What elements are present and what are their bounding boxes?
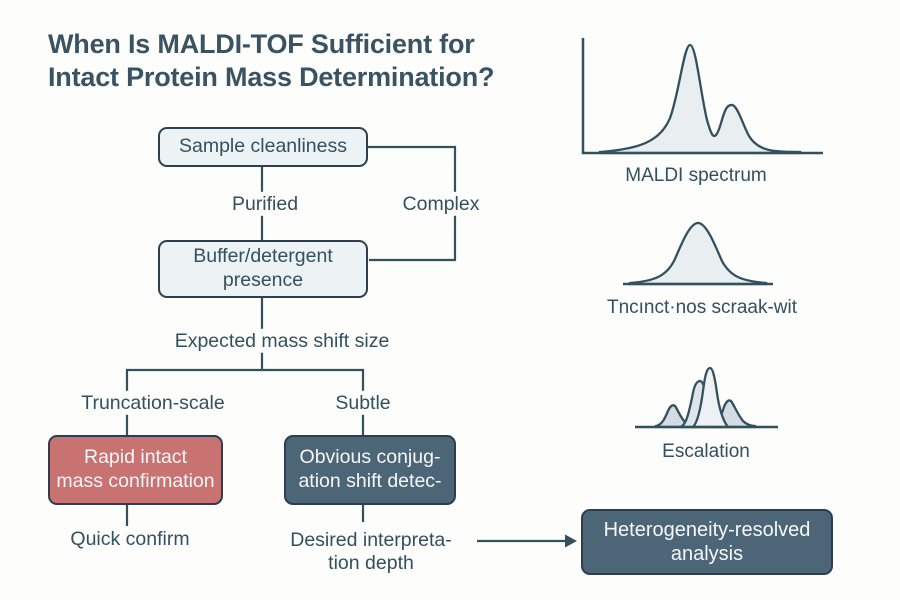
node-buffer-detergent-line1: Buffer/detergent [193, 245, 333, 268]
node-heterogeneity-line1: Heterogeneity-resolved [603, 518, 811, 541]
edge-label-mass-shift: Expected mass shift size [168, 328, 396, 354]
single-peak-plot [623, 221, 773, 286]
page-title-line1: When Is MALDI-TOF Sufficient for [48, 29, 475, 59]
edge-label-complex: Complex [396, 191, 486, 217]
node-rapid-confirmation: Rapid intact mass confirmation [48, 435, 223, 505]
edge-label-quick-confirm: Quick confirm [70, 527, 190, 550]
node-heterogeneity-line2: analysis [670, 543, 744, 565]
page-title-line2: Intact Protein Mass Determination? [48, 61, 495, 92]
maldi-spectrum-curve [598, 43, 802, 155]
escalation-tall-dome [690, 366, 731, 429]
node-rapid-confirmation-line1: Rapid intact [84, 446, 187, 469]
node-obvious-conjugation: Obvious conjug- ation shift detec- [284, 435, 456, 505]
edge-label-subtle: Subtle [329, 390, 397, 416]
page-title: When Is MALDI-TOF Sufficient for Intact … [48, 28, 494, 94]
maldi-spectrum-plot [581, 38, 823, 155]
node-heterogeneity-analysis: Heterogeneity-resolved analysis [581, 509, 833, 575]
single-peak-curve [628, 221, 768, 286]
node-obvious-conjugation-line1: Obvious conjug- [299, 446, 441, 469]
escalation-plot [635, 366, 778, 429]
edge-label-truncation-scale: Truncation-scale [75, 390, 231, 416]
node-obvious-conjugation-line2: ation shift detec- [298, 470, 442, 492]
node-sample-cleanliness-label: Sample cleanliness [178, 135, 347, 158]
node-buffer-detergent-line2: presence [222, 269, 304, 291]
edge-label-purified: Purified [225, 191, 305, 217]
single-peak-label: Tncınct·nos scraak-wit [606, 297, 798, 318]
maldi-spectrum-axes [581, 38, 823, 155]
edge-label-interpretation-line1: Desired interpreta- [290, 528, 452, 551]
node-sample-cleanliness: Sample cleanliness [158, 127, 368, 167]
maldi-spectrum-label: MALDI spectrum [625, 165, 767, 186]
node-rapid-confirmation-line2: mass confirmation [56, 470, 215, 492]
node-buffer-detergent: Buffer/detergent presence [158, 240, 368, 298]
edge-label-interpretation-line2: tion depth [328, 551, 414, 574]
escalation-label: Escalation [662, 441, 750, 462]
arrow-head-icon [565, 534, 577, 548]
